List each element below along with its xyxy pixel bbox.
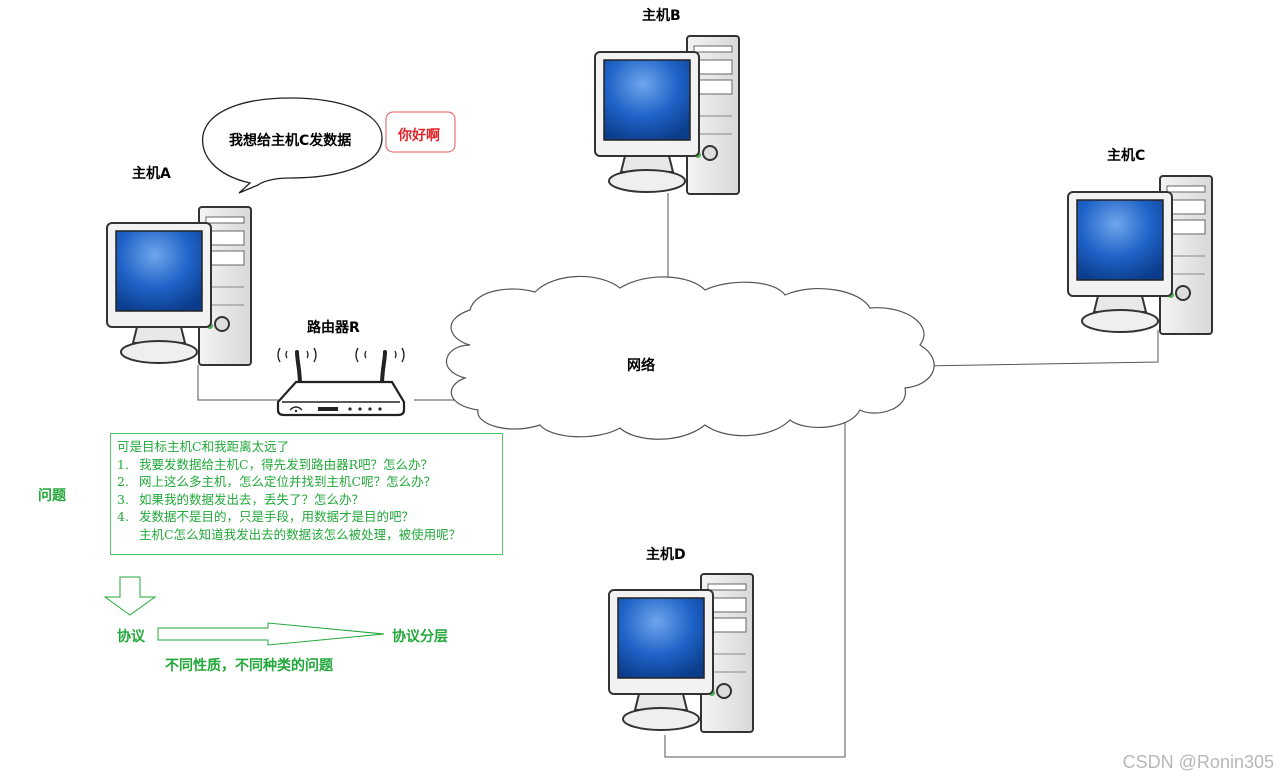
- question-item: 2.网上这么多主机，怎么定位并找到主机C呢？怎么办？: [117, 474, 437, 490]
- host-d-computer-icon: [608, 573, 754, 733]
- host-d-label: 主机D: [646, 547, 686, 563]
- questions-box: 可是目标主机C和我距离太远了 1.我要发数据给主机C，得先发到路由器R吧？怎么办…: [110, 433, 503, 555]
- questions-intro: 可是目标主机C和我距离太远了: [117, 439, 290, 454]
- protocol-label: 协议: [117, 629, 145, 645]
- greeting-bubble-shape: [385, 111, 456, 153]
- watermark: CSDN @Ronin305: [1122, 752, 1274, 772]
- host-c-label: 主机C: [1107, 148, 1146, 164]
- problem-label: 问题: [38, 488, 66, 504]
- greeting-bubble-text: 你好啊: [398, 128, 440, 144]
- link-a-router: [197, 365, 280, 401]
- speech-bubble-text: 我想给主机C发数据: [229, 133, 352, 149]
- question-continuation: 主机C怎么知道我发出去的数据该怎么被处理，被使用呢？: [139, 526, 462, 542]
- host-a-computer-icon: [106, 206, 252, 366]
- link-d-cloud: [664, 409, 846, 758]
- network-label: 网络: [627, 358, 655, 374]
- protocol-note: 不同性质，不同种类的问题: [165, 658, 333, 674]
- link-c-cloud: [921, 330, 1159, 367]
- right-arrow-icon: [157, 622, 385, 646]
- protocol-layering-label: 协议分层: [392, 629, 448, 645]
- host-c-computer-icon: [1067, 175, 1213, 335]
- speech-bubble-shape: [201, 97, 383, 194]
- network-cloud: [446, 275, 935, 440]
- down-arrow-icon: [103, 576, 157, 616]
- router-label: 路由器R: [307, 320, 360, 336]
- host-b-label: 主机B: [642, 8, 681, 24]
- question-item: 4.发数据不是目的，只是手段，用数据才是目的吧？: [117, 509, 415, 525]
- question-item: 1.我要发数据给主机C，得先发到路由器R吧？怎么办？: [117, 456, 433, 472]
- router-icon: [276, 347, 406, 417]
- host-b-computer-icon: [594, 35, 740, 195]
- host-a-label: 主机A: [132, 166, 171, 182]
- question-item: 3.如果我的数据发出去，丢失了？怎么办？: [117, 491, 365, 507]
